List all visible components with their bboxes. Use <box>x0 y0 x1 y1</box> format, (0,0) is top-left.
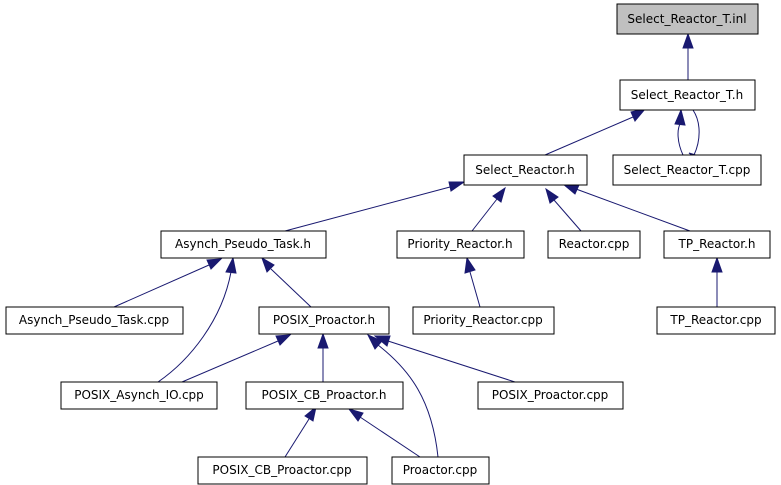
node-posix-asynch-io-cpp[interactable]: POSIX_Asynch_IO.cpp <box>60 381 218 410</box>
node-label: POSIX_Asynch_IO.cpp <box>74 388 204 402</box>
node-select-reactor-t-inl[interactable]: Select_Reactor_T.inl <box>616 3 759 35</box>
edge-select-reactor-t-h-to-t-cpp <box>688 109 700 158</box>
edge-tp-reactor-cpp-to-h <box>711 256 723 307</box>
node-tp-reactor-cpp[interactable]: TP_Reactor.cpp <box>656 306 776 335</box>
edge-select-reactor-h-to-t-h <box>544 108 647 156</box>
node-priority-reactor-h[interactable]: Priority_Reactor.h <box>396 230 525 259</box>
edges <box>113 32 723 458</box>
node-reactor-cpp[interactable]: Reactor.cpp <box>547 230 641 259</box>
edge-asynch-pseudo-task-h-to-select-reactor-h <box>284 181 466 232</box>
edge-proactor-cpp-to-posix-cb-proactor-h <box>347 408 421 458</box>
edge-priority-reactor-h-to-select-reactor-h <box>471 186 506 232</box>
edge-posix-asynch-io-cpp-to-posix-proactor-h <box>181 334 292 383</box>
node-label: POSIX_Proactor.h <box>273 313 375 327</box>
node-posix-proactor-h[interactable]: POSIX_Proactor.h <box>258 306 390 335</box>
node-label: TP_Reactor.cpp <box>669 313 761 327</box>
edge-posix-asynch-io-cpp-to-asynch-pseudo-task-h <box>157 256 237 383</box>
node-select-reactor-t-h[interactable]: Select_Reactor_T.h <box>619 79 756 111</box>
edge-priority-reactor-cpp-to-h <box>464 256 481 308</box>
node-posix-cb-proactor-cpp[interactable]: POSIX_CB_Proactor.cpp <box>197 456 368 485</box>
node-asynch-pseudo-task-h[interactable]: Asynch_Pseudo_Task.h <box>160 230 327 259</box>
node-label: Asynch_Pseudo_Task.cpp <box>19 313 169 327</box>
edge-posix-cb-proactor-h-to-posix-proactor-h <box>317 332 329 382</box>
node-label: Asynch_Pseudo_Task.h <box>175 237 311 251</box>
edge-select-reactor-t-cpp-to-t-h <box>674 108 686 156</box>
node-select-reactor-h[interactable]: Select_Reactor.h <box>463 154 588 186</box>
node-proactor-cpp[interactable]: Proactor.cpp <box>391 456 490 485</box>
edge-reactor-cpp-to-select-reactor-h <box>545 187 582 232</box>
edge-select-reactor-t-h-to-inl <box>682 32 694 80</box>
node-label: Proactor.cpp <box>403 463 478 477</box>
node-label: Select_Reactor_T.h <box>631 88 743 102</box>
node-label: TP_Reactor.h <box>678 237 756 251</box>
node-select-reactor-t-cpp[interactable]: Select_Reactor_T.cpp <box>612 154 762 186</box>
node-label: POSIX_CB_Proactor.h <box>262 388 387 402</box>
edge-posix-proactor-cpp-to-h <box>373 335 516 383</box>
node-priority-reactor-cpp[interactable]: Priority_Reactor.cpp <box>412 306 555 335</box>
node-tp-reactor-h[interactable]: TP_Reactor.h <box>663 230 771 259</box>
edge-tp-reactor-h-to-select-reactor-h <box>561 183 691 232</box>
node-label: Priority_Reactor.cpp <box>423 313 542 327</box>
node-asynch-pseudo-task-cpp[interactable]: Asynch_Pseudo_Task.cpp <box>5 306 184 335</box>
node-label: Select_Reactor_T.cpp <box>624 163 751 177</box>
node-label: Reactor.cpp <box>559 237 630 251</box>
node-posix-proactor-cpp[interactable]: POSIX_Proactor.cpp <box>477 381 624 410</box>
nodes: Select_Reactor_T.inl Select_Reactor_T.h … <box>5 3 776 485</box>
node-label: Select_Reactor_T.inl <box>627 12 746 26</box>
node-label: Priority_Reactor.h <box>407 237 512 251</box>
node-label: POSIX_CB_Proactor.cpp <box>212 463 351 477</box>
edge-posix-cb-proactor-cpp-to-h <box>284 405 317 458</box>
node-posix-cb-proactor-h[interactable]: POSIX_CB_Proactor.h <box>245 381 404 410</box>
edge-proactor-cpp-to-posix-proactor-h <box>366 334 439 458</box>
node-label: POSIX_Proactor.cpp <box>492 388 609 402</box>
edge-asynch-pseudo-task-cpp-to-h <box>113 258 223 308</box>
node-label: Select_Reactor.h <box>475 163 574 177</box>
edge-posix-proactor-h-to-asynch-pseudo-task-h <box>261 256 312 308</box>
